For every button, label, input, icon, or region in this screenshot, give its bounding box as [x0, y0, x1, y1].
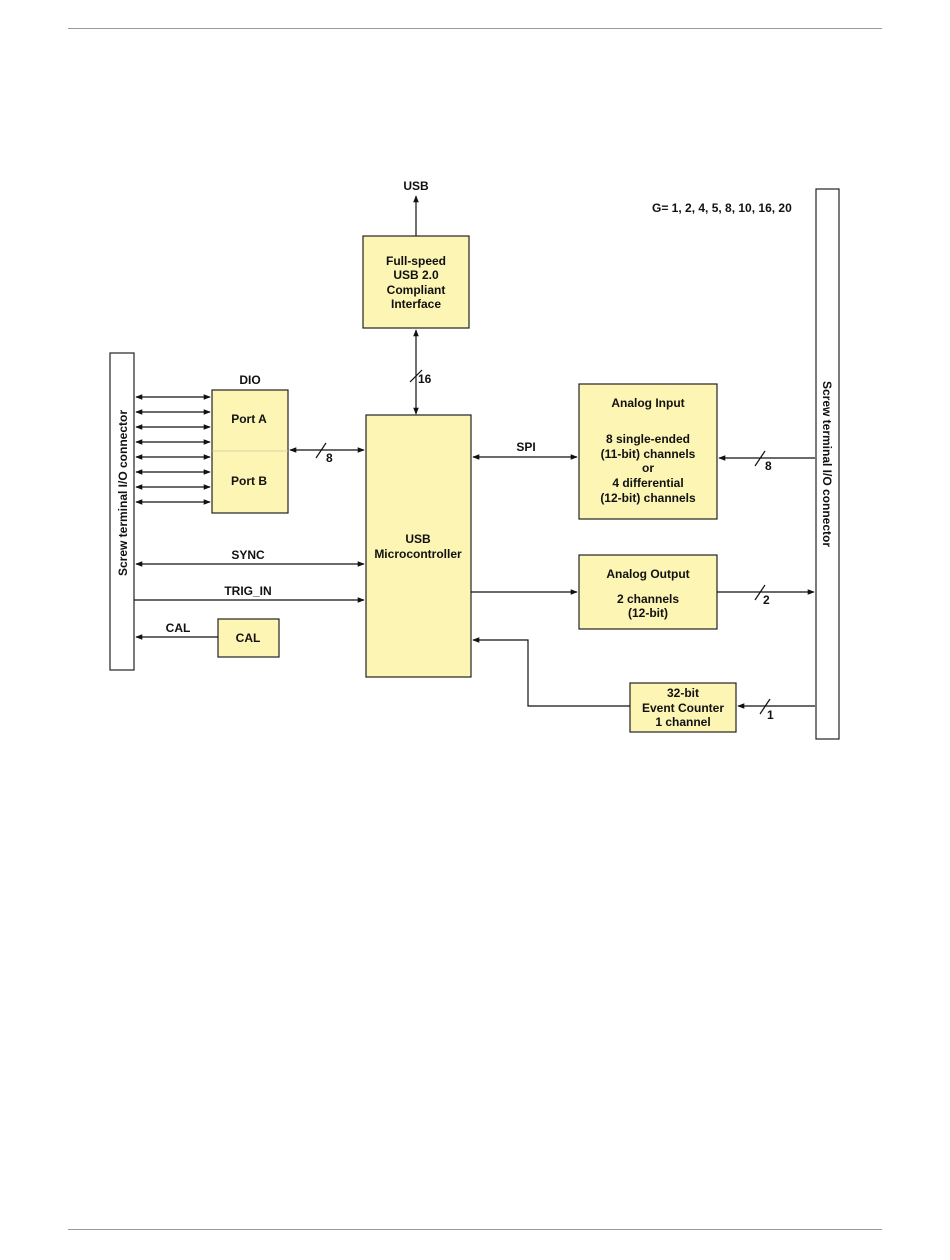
- analog-input-line-3: or: [642, 461, 654, 475]
- counter-to-micro-arrow: [472, 637, 630, 707]
- usb-interface-line-1: Full-speed: [386, 254, 446, 268]
- gain-note: G= 1, 2, 4, 5, 8, 10, 16, 20: [652, 201, 792, 215]
- analog-output-title: Analog Output: [606, 567, 689, 581]
- ao-bus-width: 2: [763, 593, 770, 607]
- event-counter-block: 32-bit Event Counter 1 channel: [629, 682, 737, 733]
- cal-block-label: CAL: [236, 631, 261, 645]
- dio-title: DIO: [239, 373, 260, 387]
- ai-bus-width: 8: [765, 459, 772, 473]
- analog-input-line-2: (11-bit) channels: [601, 447, 696, 461]
- analog-input-line-1: 8 single-ended: [606, 432, 690, 446]
- right-screw-terminal-connector: Screw terminal I/O connector: [815, 188, 840, 740]
- port-b-label: Port B: [231, 474, 267, 488]
- analog-output-line-1: 2 channels: [617, 592, 679, 606]
- spi-label: SPI: [516, 440, 535, 454]
- analog-output-line-2: (12-bit): [628, 606, 668, 620]
- dio-lines: [135, 394, 211, 505]
- counter-bus-slash: [759, 698, 771, 715]
- usb-bus-slash: [409, 369, 423, 383]
- counter-bus-width: 1: [767, 708, 774, 722]
- counter-line-1: 32-bit: [667, 686, 699, 700]
- analog-input-line-4: 4 differential: [612, 476, 683, 490]
- ai-bus-slash: [754, 450, 766, 467]
- dio-bus-width: 8: [326, 451, 333, 465]
- analog-input-block: Analog Input 8 single-ended (11-bit) cha…: [578, 383, 718, 520]
- sync-label: SYNC: [231, 548, 265, 562]
- analog-input-line-5: (12-bit) channels: [600, 491, 696, 505]
- usb-interface-line-2: USB 2.0: [393, 268, 439, 282]
- top-rule: [68, 28, 882, 29]
- left-connector-label: Screw terminal I/O connector: [116, 410, 130, 576]
- dio-block: Port A Port B: [211, 389, 289, 514]
- usb-label: USB: [403, 179, 429, 193]
- usb-microcontroller-block: USB Microcontroller: [365, 414, 472, 678]
- usb-interface-line-3: Compliant: [387, 283, 446, 297]
- trig-in-label: TRIG_IN: [224, 584, 271, 598]
- usb-interface-line-4: Interface: [391, 297, 441, 311]
- port-a-label: Port A: [231, 412, 267, 426]
- left-screw-terminal-connector: Screw terminal I/O connector: [109, 352, 135, 671]
- right-connector-label: Screw terminal I/O connector: [820, 381, 834, 547]
- dio-bus-slash: [315, 442, 327, 459]
- analog-input-title: Analog Input: [611, 396, 684, 410]
- analog-output-block: Analog Output 2 channels (12-bit): [578, 554, 718, 630]
- usb-interface-block: Full-speed USB 2.0 Compliant Interface: [362, 235, 470, 329]
- counter-line-3: 1 channel: [655, 715, 710, 729]
- bottom-rule: [68, 1229, 882, 1230]
- micro-line-1: USB: [405, 532, 431, 546]
- counter-line-2: Event Counter: [642, 701, 724, 715]
- cal-block: CAL: [217, 618, 280, 658]
- ao-bus-slash: [754, 584, 766, 601]
- micro-line-2: Microcontroller: [374, 547, 462, 561]
- usb-bus-width: 16: [418, 372, 432, 386]
- cal-signal-label: CAL: [166, 621, 191, 635]
